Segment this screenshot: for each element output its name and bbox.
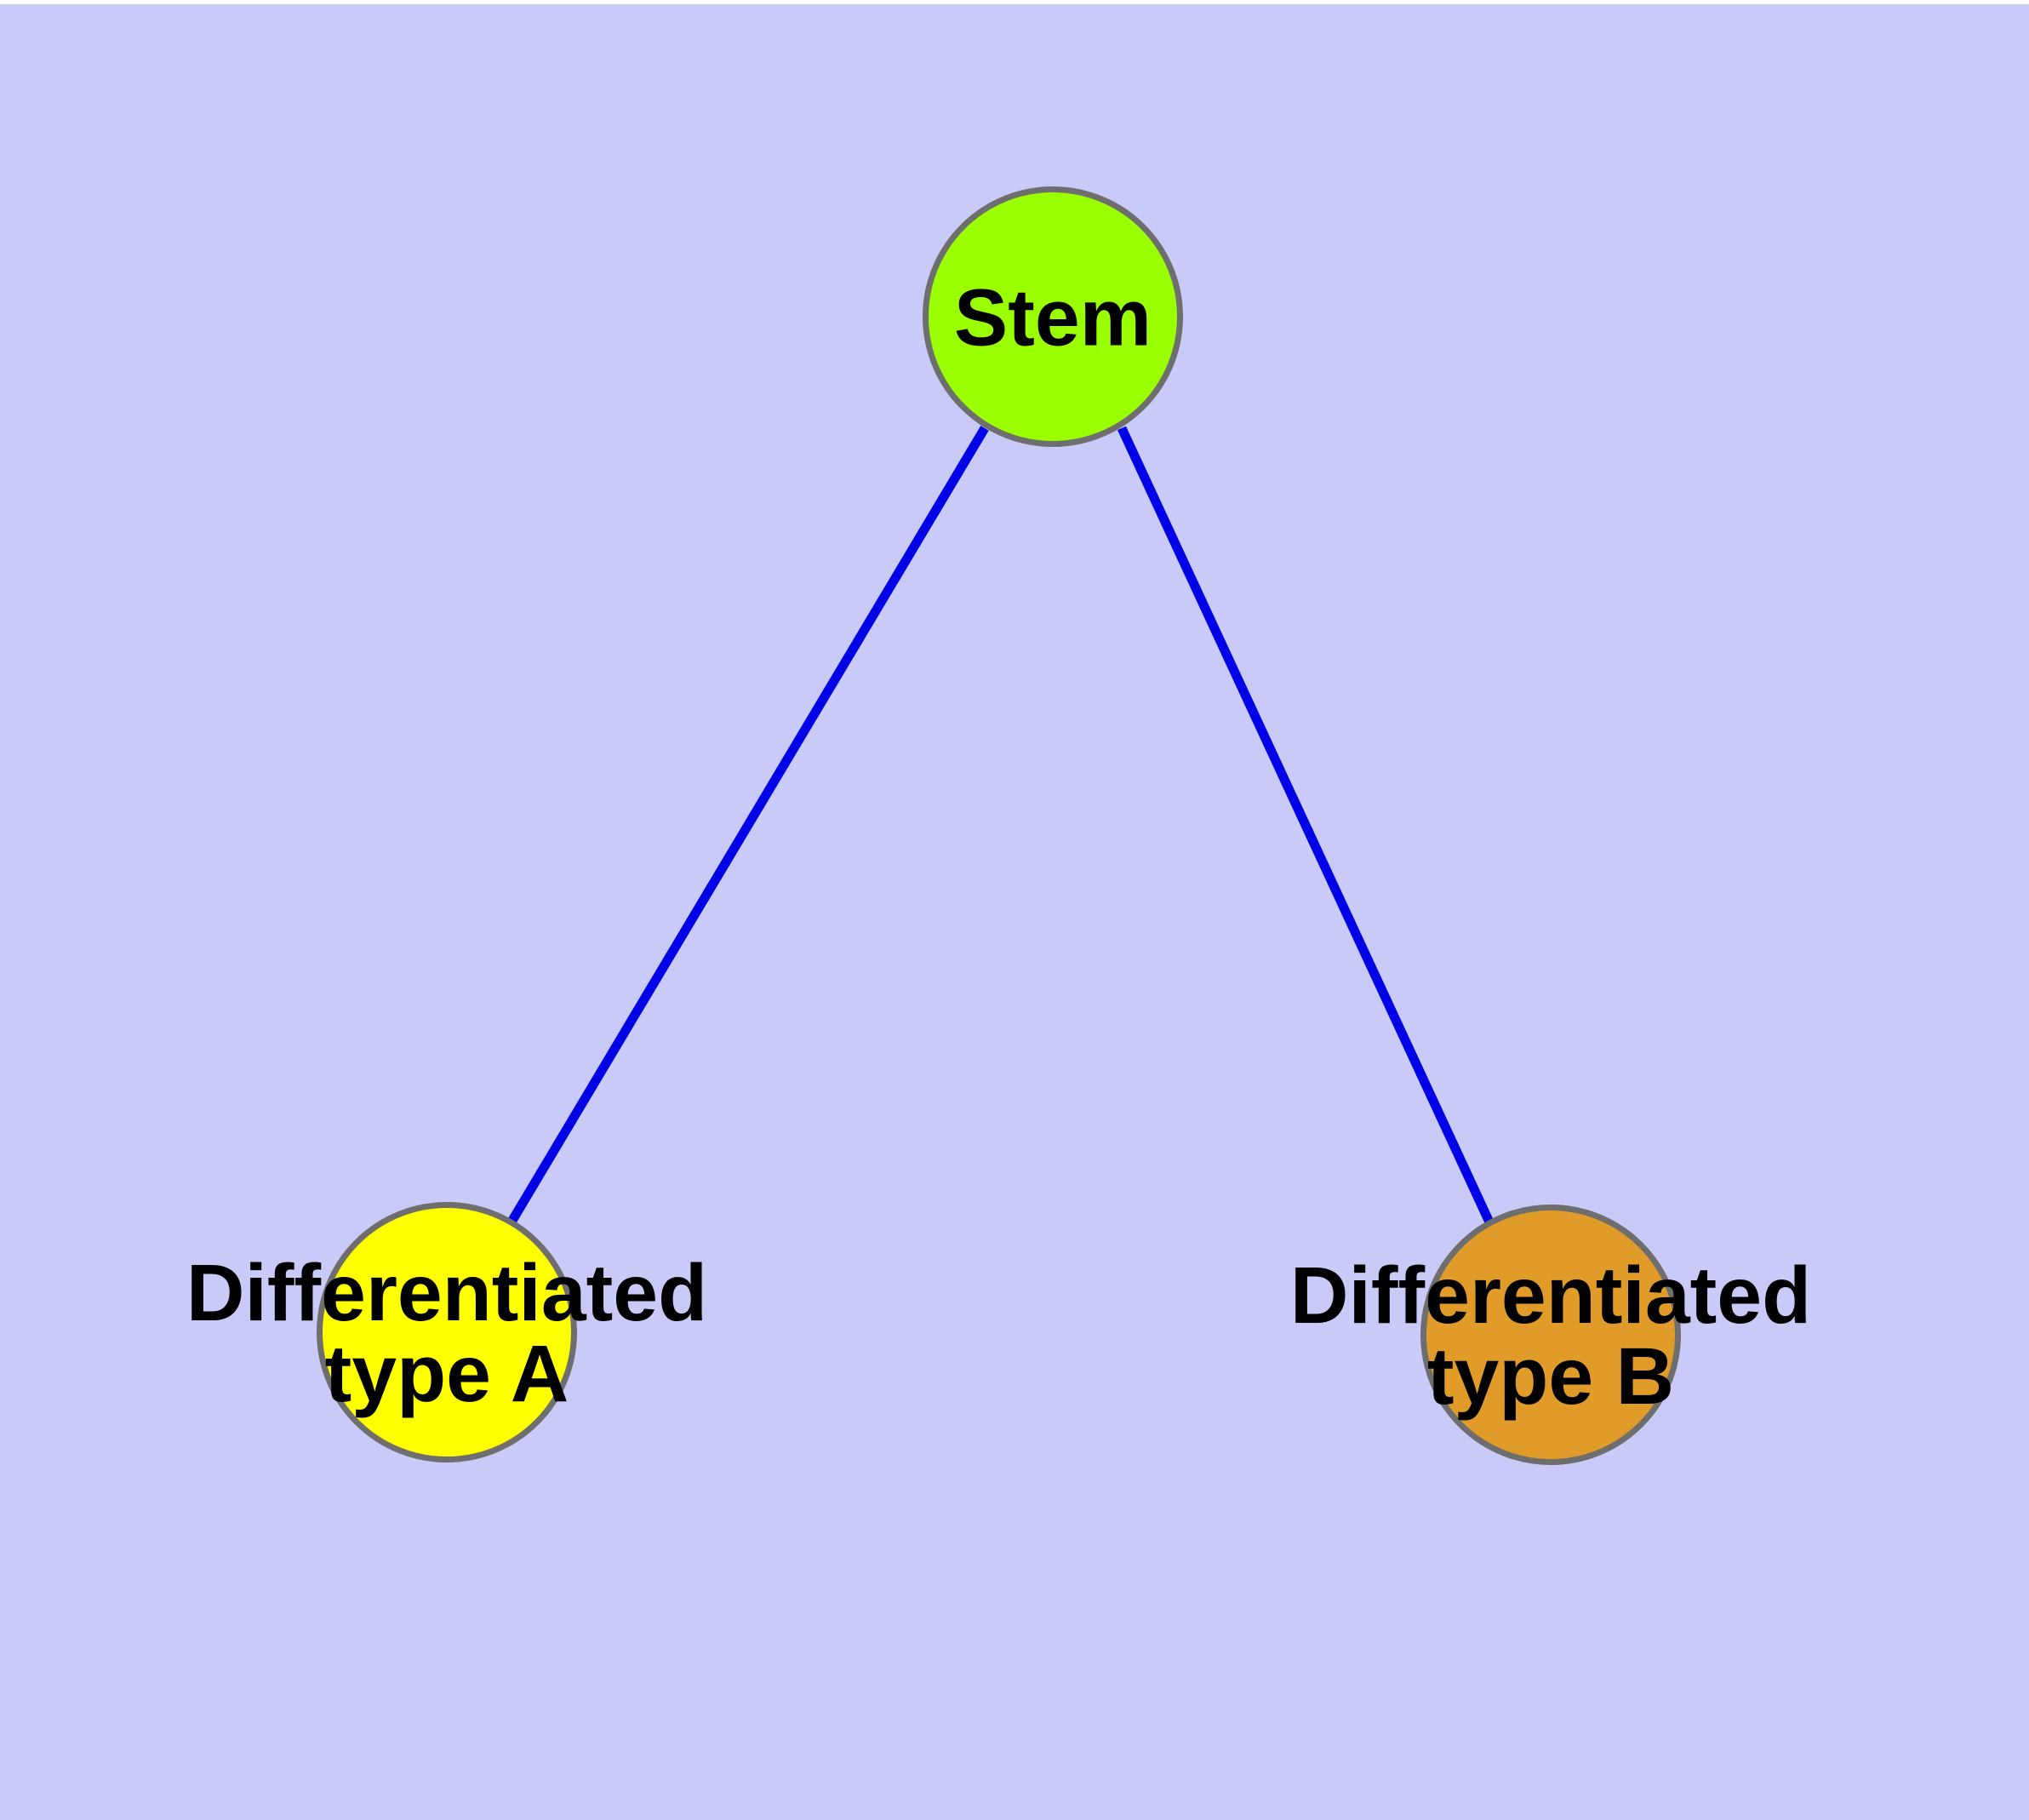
node-label-line: Differentiated bbox=[1290, 1251, 1811, 1341]
node-diff_b[interactable] bbox=[1420, 1205, 1681, 1465]
node-diff_a[interactable] bbox=[317, 1202, 577, 1462]
node-label-line: Stem bbox=[954, 273, 1152, 363]
edge-stem-diff-b[interactable] bbox=[1117, 426, 1495, 1228]
nodes-layer bbox=[317, 186, 1681, 1465]
node-label-line: type A bbox=[325, 1329, 569, 1419]
node-label-line: Differentiated bbox=[186, 1248, 707, 1338]
node-label-stem: Stem bbox=[954, 273, 1152, 363]
node-label-line: type B bbox=[1427, 1331, 1674, 1422]
node-stem[interactable] bbox=[923, 186, 1183, 447]
edges-layer bbox=[506, 426, 1495, 1228]
edge-stem-diff-a[interactable] bbox=[506, 426, 989, 1226]
